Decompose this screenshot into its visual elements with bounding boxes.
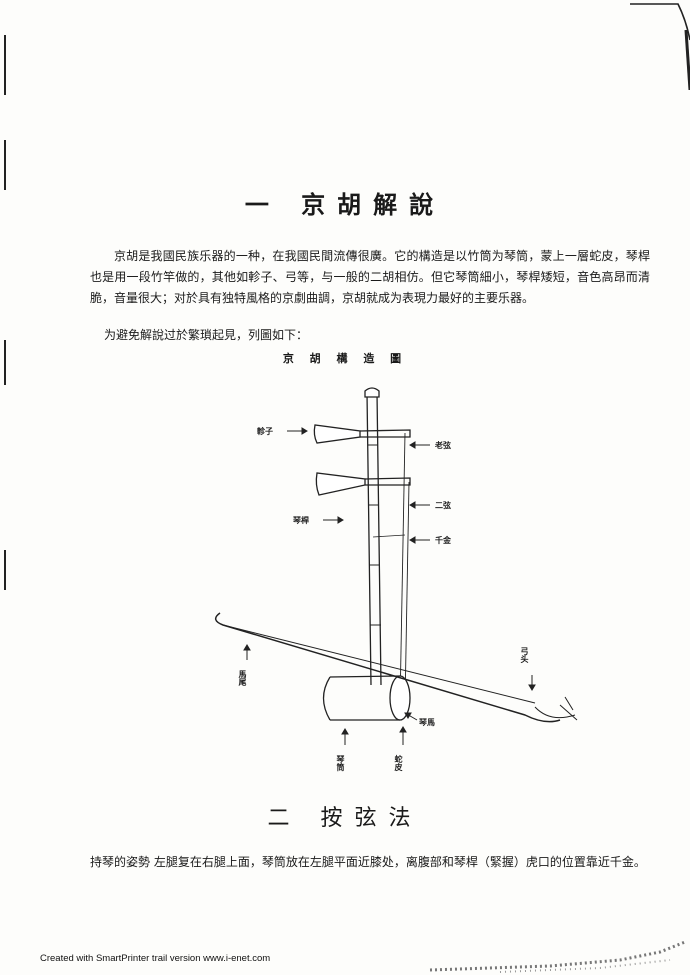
diagram-caption: 京 胡 構 造 圖 — [282, 352, 408, 365]
peg-upper — [313, 424, 361, 444]
label-gongtou: 弓头 — [520, 647, 530, 664]
label-laoxian: 老弦 — [434, 440, 451, 450]
label-mawei: 馬尾 — [238, 670, 248, 687]
page-corner-fold — [630, 3, 690, 90]
peg-lower — [315, 472, 366, 496]
label-zhouzi: 軫子 — [257, 426, 273, 436]
section1-title: 一 京胡解說 — [244, 190, 446, 219]
scan-edge-mark — [4, 140, 6, 190]
label-shepi: 蛇皮 — [394, 754, 404, 772]
label-qintong: 琴筒 — [335, 755, 346, 772]
jinghu-diagram: 軫子 老弦 二弦 琴桿 千金 弓头 馬尾 琴馬 蛇皮 琴筒 — [214, 387, 578, 772]
label-erxian: 二弦 — [435, 500, 451, 510]
section1-paragraph: 京胡是我國民族乐器的一种，在我國民間流傳很廣。它的構造是以竹筒为琴筒，蒙上一層蛇… — [90, 249, 650, 305]
section2-paragraph: 持琴的姿勢 左腿复在右腿上面，琴筒放在左腿平面近膝处，离腹部和琴桿（緊握）虎口的… — [90, 855, 646, 869]
neck-shaft — [366, 392, 382, 686]
label-qianjin: 千金 — [435, 535, 452, 545]
scan-edge-mark — [4, 35, 6, 95]
scan-edge-mark — [4, 340, 6, 385]
scan-smudge — [429, 940, 686, 973]
bow-stick — [214, 612, 561, 723]
label-qinma: 琴馬 — [418, 717, 435, 727]
label-qingan: 琴桿 — [292, 515, 309, 525]
section2-title: 二 按弦法 — [267, 806, 423, 831]
footer-watermark: Created with SmartPrinter trail version … — [40, 953, 271, 964]
scan-edge-mark — [4, 550, 6, 590]
section1-intro-line: 为避免解說过於繁瑣起見，列圖如下： — [104, 328, 309, 342]
